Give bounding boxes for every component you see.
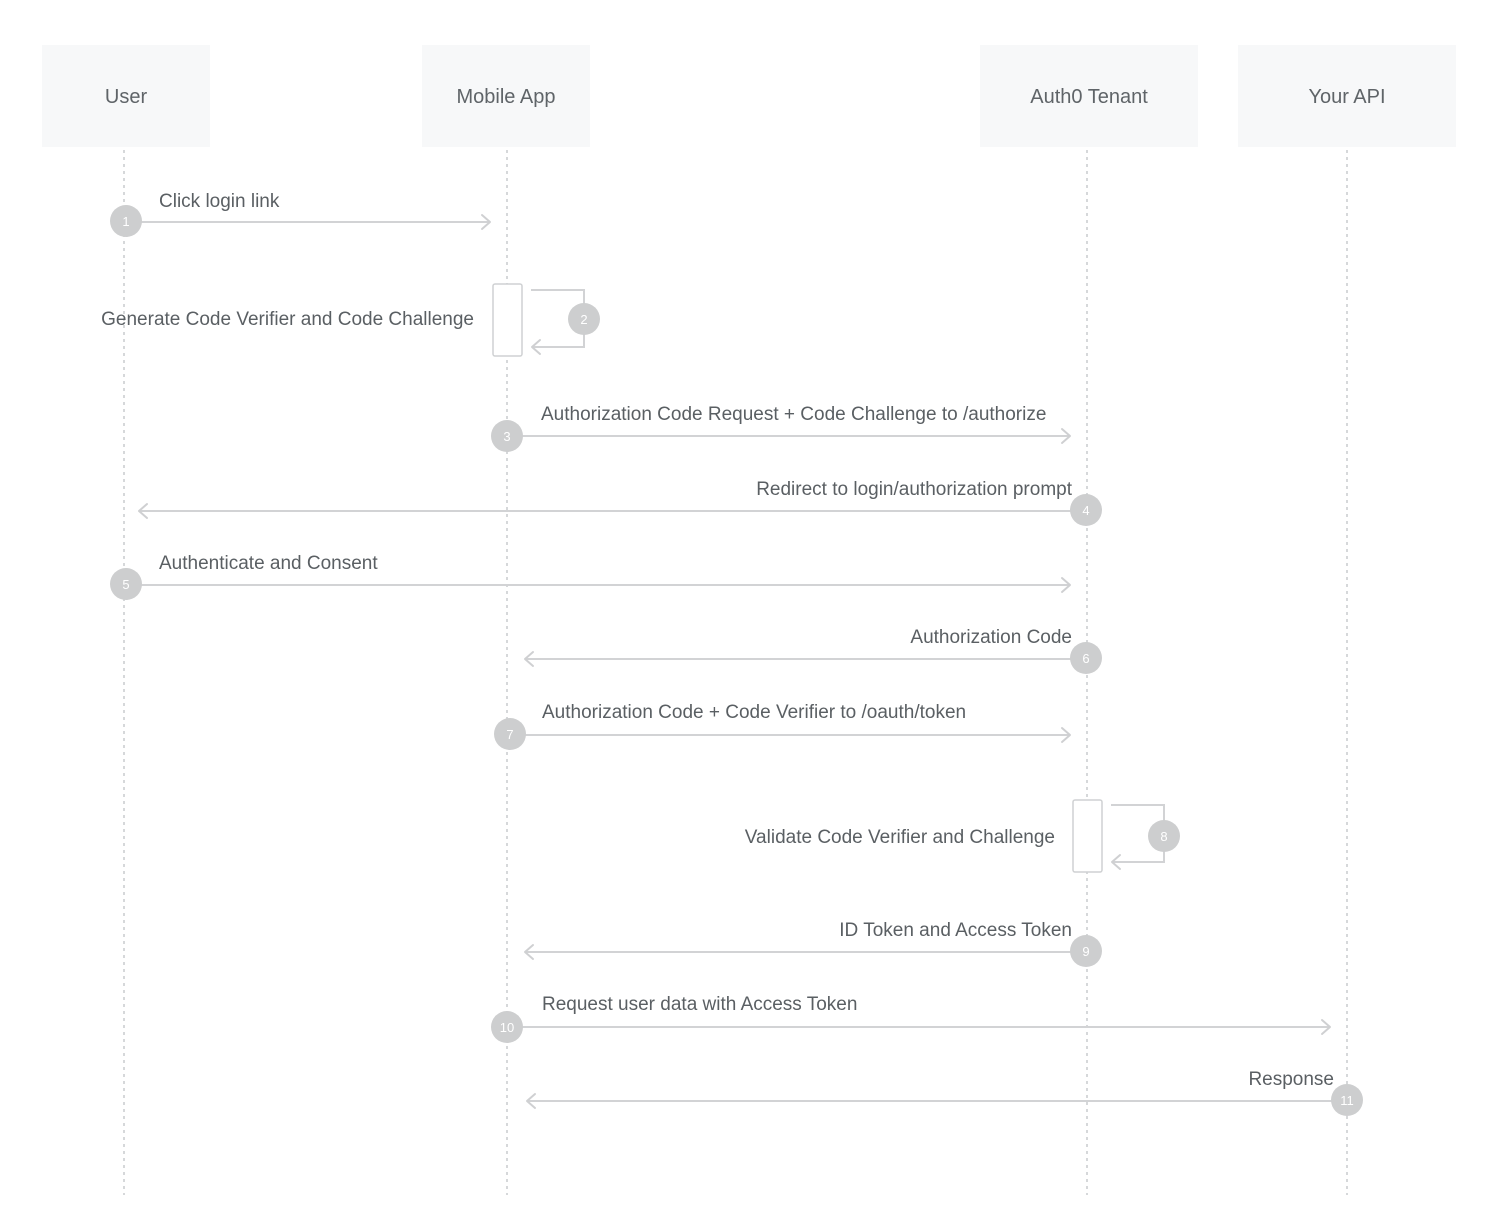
actor-your-api: Your API xyxy=(1238,45,1456,147)
arrowhead-left-icon xyxy=(524,944,534,960)
arrowhead-right-icon xyxy=(1061,577,1071,593)
message-label: Authorization Code + Code Verifier to /o… xyxy=(542,702,966,723)
arrowhead-left-icon xyxy=(526,1093,536,1109)
step-number: 2 xyxy=(580,312,587,327)
message-label: Response xyxy=(1248,1069,1334,1090)
actor-label-your-api: Your API xyxy=(1308,86,1385,108)
step-badge xyxy=(1070,494,1102,526)
step-badge xyxy=(110,205,142,237)
arrowhead-right-icon xyxy=(1061,727,1071,743)
actor-box-auth0-tenant xyxy=(980,45,1198,147)
message-step-4: Redirect to login/authorization prompt 4 xyxy=(138,479,1102,526)
actor-label-mobile-app: Mobile App xyxy=(457,86,556,108)
step-number: 11 xyxy=(1340,1093,1354,1108)
step-number: 10 xyxy=(500,1020,514,1035)
step-number: 6 xyxy=(1082,651,1089,666)
message-step-6: Authorization Code 6 xyxy=(524,627,1102,674)
message-label: Authenticate and Consent xyxy=(159,553,378,574)
actor-box-your-api xyxy=(1238,45,1456,147)
message-step-8: Validate Code Verifier and Challenge 8 xyxy=(745,799,1180,873)
message-label: Authorization Code xyxy=(910,627,1072,648)
step-badge xyxy=(494,718,526,750)
message-step-10: Request user data with Access Token 10 xyxy=(491,994,1331,1043)
step-number: 7 xyxy=(506,727,513,742)
actor-mobile-app: Mobile App xyxy=(422,45,590,147)
step-badge xyxy=(491,1011,523,1043)
activation-box xyxy=(492,283,523,357)
actor-user: User xyxy=(42,45,210,147)
arrowhead-right-icon xyxy=(1061,428,1071,444)
message-step-9: ID Token and Access Token 9 xyxy=(524,920,1102,967)
step-number: 4 xyxy=(1082,503,1089,518)
arrowhead-right-icon xyxy=(481,214,491,230)
arrowhead-left-icon xyxy=(531,339,541,355)
activation-box xyxy=(1072,799,1103,873)
actor-label-user: User xyxy=(105,86,148,108)
message-step-1: Click login link 1 xyxy=(110,191,491,237)
message-label: ID Token and Access Token xyxy=(839,920,1072,941)
message-label: Validate Code Verifier and Challenge xyxy=(745,827,1055,848)
actor-box-user xyxy=(42,45,210,147)
message-label: Request user data with Access Token xyxy=(542,994,857,1015)
arrowhead-left-icon xyxy=(138,503,148,519)
step-badge xyxy=(1070,642,1102,674)
message-label: Authorization Code Request + Code Challe… xyxy=(541,404,1046,425)
arrowhead-left-icon xyxy=(1111,854,1121,870)
step-number: 5 xyxy=(122,577,129,592)
message-label: Click login link xyxy=(159,191,280,212)
step-number: 9 xyxy=(1082,944,1089,959)
step-badge xyxy=(491,420,523,452)
step-number: 1 xyxy=(122,214,129,229)
actor-box-mobile-app xyxy=(422,45,590,147)
step-badge xyxy=(1148,820,1180,852)
message-step-2: Generate Code Verifier and Code Challeng… xyxy=(101,283,600,357)
message-label: Generate Code Verifier and Code Challeng… xyxy=(101,309,474,330)
arrowhead-right-icon xyxy=(1321,1019,1331,1035)
step-number: 8 xyxy=(1160,829,1167,844)
arrowhead-left-icon xyxy=(524,651,534,667)
message-step-11: Response 11 xyxy=(526,1069,1363,1116)
step-badge xyxy=(1070,935,1102,967)
step-badge xyxy=(110,568,142,600)
actor-label-auth0-tenant: Auth0 Tenant xyxy=(1030,86,1148,108)
step-badge xyxy=(568,303,600,335)
message-label: Redirect to login/authorization prompt xyxy=(756,479,1073,500)
message-step-5: Authenticate and Consent 5 xyxy=(110,553,1071,600)
message-step-3: Authorization Code Request + Code Challe… xyxy=(491,404,1071,452)
step-badge xyxy=(1331,1084,1363,1116)
message-step-7: Authorization Code + Code Verifier to /o… xyxy=(494,702,1071,750)
step-number: 3 xyxy=(503,429,510,444)
actor-auth0-tenant: Auth0 Tenant xyxy=(980,45,1198,147)
